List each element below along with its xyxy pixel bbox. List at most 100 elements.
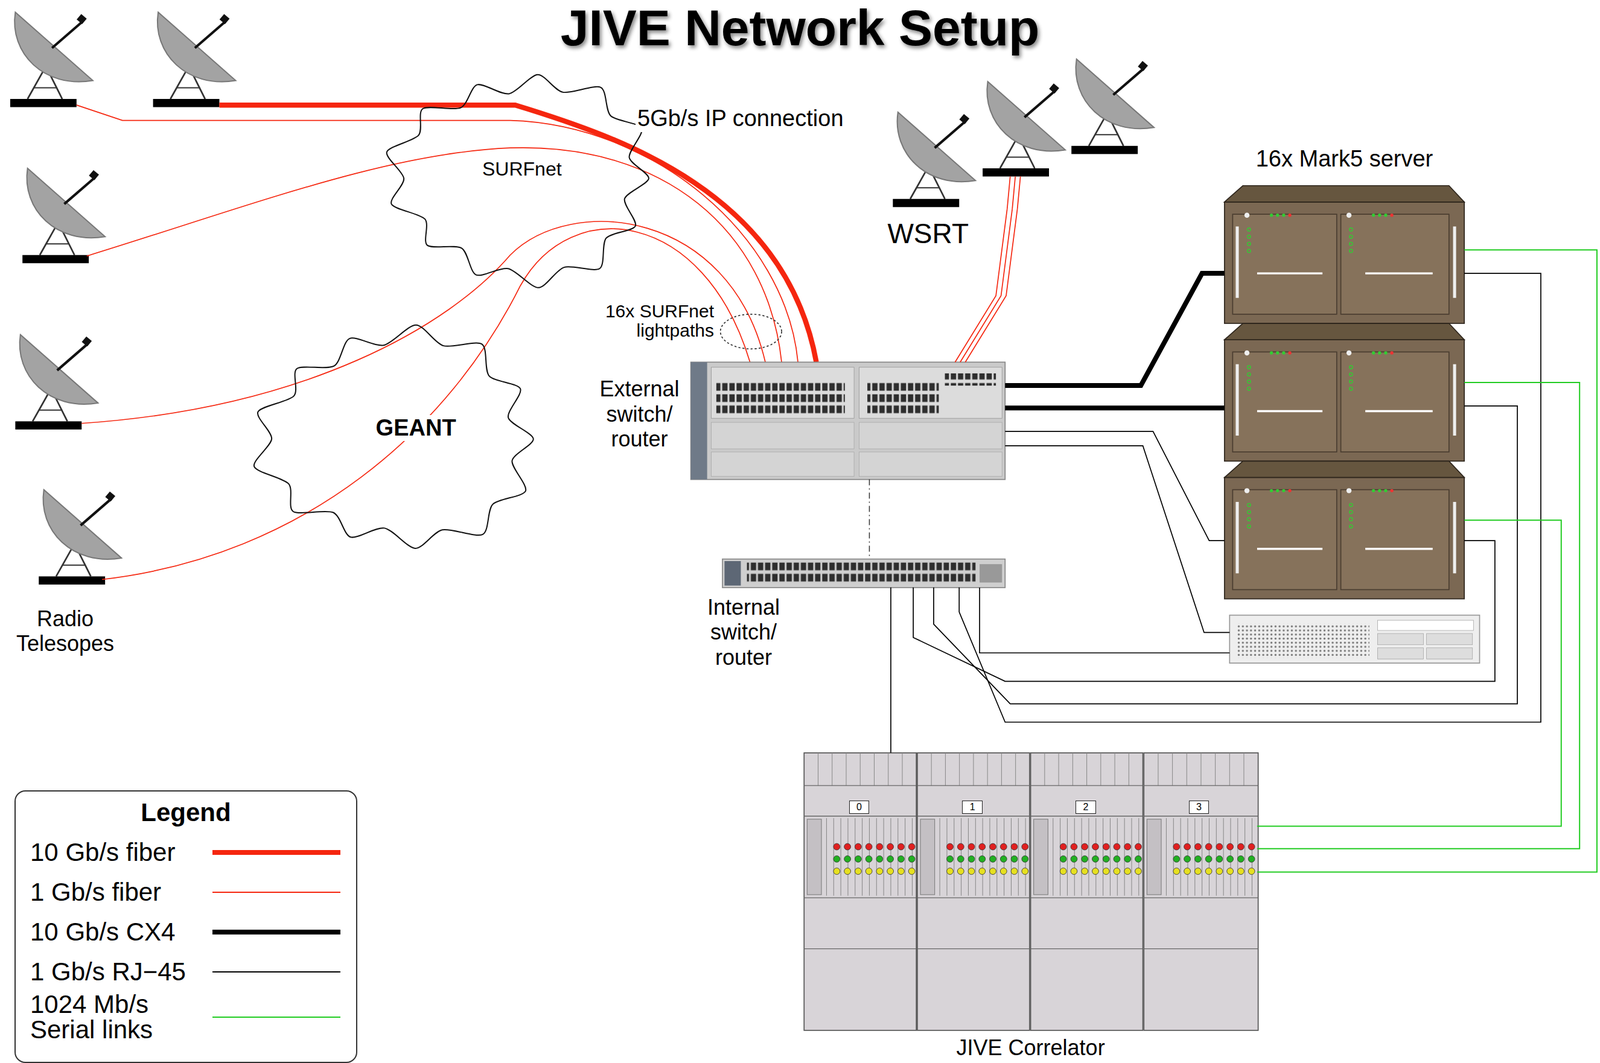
rack-shelf bbox=[1143, 897, 1258, 899]
server-panel bbox=[1232, 351, 1337, 453]
rack-shelf bbox=[803, 897, 917, 899]
status-led bbox=[1247, 365, 1251, 369]
status-led bbox=[887, 843, 894, 851]
switch-router: External switch/ router bbox=[691, 362, 1006, 480]
status-led bbox=[1194, 855, 1202, 863]
rack-shelf bbox=[1143, 815, 1258, 817]
fiber-line bbox=[76, 105, 798, 363]
legend-row: 10 Gb/s fiber bbox=[30, 832, 342, 873]
status-led bbox=[1205, 843, 1212, 851]
status-led bbox=[1247, 228, 1251, 232]
status-led bbox=[1010, 868, 1018, 876]
unit-number: 0 bbox=[849, 800, 870, 815]
status-led bbox=[908, 855, 915, 863]
status-led bbox=[1389, 213, 1393, 217]
rack-shelf bbox=[1030, 785, 1144, 786]
status-led bbox=[946, 868, 954, 876]
status-led bbox=[1371, 489, 1375, 493]
status-led bbox=[957, 855, 964, 863]
server-panel bbox=[1341, 490, 1450, 591]
server-body bbox=[1224, 339, 1465, 462]
status-led bbox=[1389, 351, 1393, 355]
server-body bbox=[1224, 202, 1465, 324]
drive-bay bbox=[1377, 620, 1474, 631]
rack-divider bbox=[1072, 753, 1074, 786]
node-label: WSRT bbox=[887, 217, 969, 250]
correlator: 0123JIVE Correlator bbox=[803, 753, 1258, 1031]
server-grille bbox=[1236, 623, 1370, 658]
rack-card bbox=[1052, 818, 1054, 897]
node-label: External switch/ router bbox=[594, 376, 686, 452]
rack-shelf bbox=[1030, 948, 1144, 950]
status-led bbox=[1248, 855, 1255, 863]
telescope bbox=[153, 12, 236, 107]
internal-switch bbox=[722, 559, 1005, 588]
rj45-link bbox=[933, 406, 1518, 705]
node-label: Internal switch/ router bbox=[692, 595, 795, 670]
status-led bbox=[1349, 525, 1353, 529]
status-led bbox=[1269, 213, 1273, 217]
status-led bbox=[968, 868, 975, 876]
status-led bbox=[1269, 351, 1273, 355]
legend-row: 1 Gb/s RJ−45 bbox=[30, 952, 342, 993]
status-led bbox=[1377, 351, 1381, 355]
legend-text: 10 Gb/s CX4 bbox=[30, 919, 211, 946]
rack-divider bbox=[1044, 753, 1045, 786]
status-led bbox=[1070, 855, 1078, 863]
status-led bbox=[1216, 868, 1223, 876]
status-led bbox=[1113, 843, 1121, 851]
cloud-path bbox=[254, 324, 534, 549]
link-label: 16x SURFnet lightpaths bbox=[588, 301, 716, 340]
rack-divider bbox=[817, 753, 819, 786]
status-led bbox=[854, 843, 862, 851]
status-led bbox=[1021, 843, 1029, 851]
rack-card bbox=[904, 818, 906, 897]
status-led bbox=[1227, 855, 1234, 863]
status-led bbox=[968, 843, 975, 851]
status-led bbox=[1287, 489, 1291, 493]
status-led bbox=[946, 855, 954, 863]
legend-line-sample bbox=[212, 850, 341, 856]
status-led bbox=[1081, 868, 1089, 876]
status-led bbox=[833, 855, 841, 863]
switch-ports bbox=[867, 382, 939, 417]
status-led bbox=[1021, 855, 1029, 863]
telescope bbox=[10, 12, 93, 107]
status-led bbox=[1371, 351, 1375, 355]
status-led bbox=[876, 855, 883, 863]
cloud-path bbox=[386, 74, 649, 288]
status-led bbox=[1184, 868, 1191, 876]
status-led bbox=[989, 843, 997, 851]
legend-row: 10 Gb/s CX4 bbox=[30, 912, 342, 953]
rack-shelf bbox=[803, 815, 917, 817]
status-led bbox=[1275, 351, 1279, 355]
switch-ports bbox=[716, 382, 845, 417]
legend-text: 1 Gb/s fiber bbox=[30, 879, 211, 906]
status-led bbox=[1247, 517, 1251, 521]
server-handle bbox=[1235, 364, 1239, 436]
status-led bbox=[1000, 868, 1007, 876]
status-led bbox=[1247, 235, 1251, 239]
server-panel bbox=[1341, 214, 1450, 315]
status-led bbox=[1247, 503, 1251, 507]
status-led bbox=[1102, 843, 1110, 851]
status-led bbox=[1216, 843, 1223, 851]
status-led bbox=[989, 855, 997, 863]
rack-shelf bbox=[1030, 815, 1144, 817]
unit-number: 1 bbox=[962, 800, 983, 815]
status-led bbox=[1000, 843, 1007, 851]
switch-module bbox=[859, 367, 1003, 419]
status-led bbox=[865, 855, 873, 863]
correlator-rack bbox=[803, 753, 917, 1031]
status-led bbox=[957, 843, 964, 851]
server-key bbox=[1244, 213, 1250, 218]
rack-divider bbox=[887, 753, 889, 786]
server-handle bbox=[1453, 502, 1457, 574]
status-led bbox=[1124, 855, 1132, 863]
status-led bbox=[1371, 213, 1375, 217]
rack-card bbox=[1166, 818, 1167, 897]
rack-card bbox=[1223, 818, 1224, 897]
status-led bbox=[1010, 855, 1018, 863]
switch-chassis bbox=[722, 559, 1005, 588]
status-led bbox=[1349, 372, 1353, 377]
